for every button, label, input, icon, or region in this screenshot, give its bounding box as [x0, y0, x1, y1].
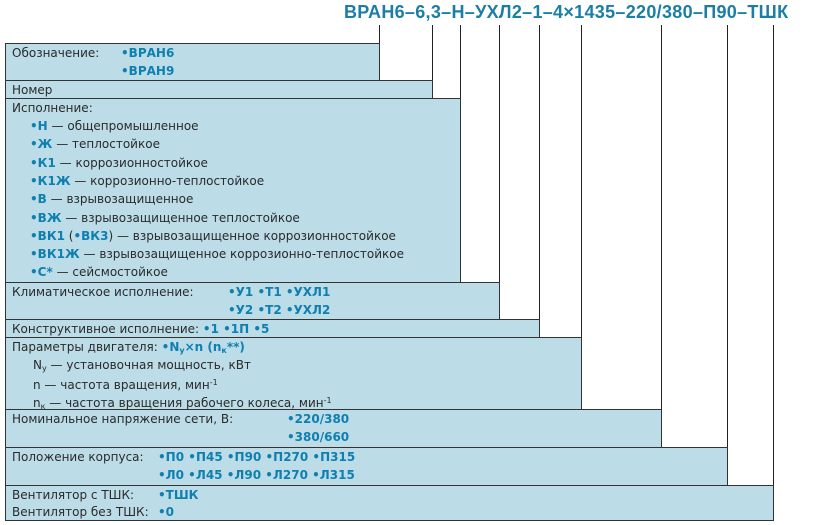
- climate-values-row1: •У1 •Т1 •УХЛ1: [228, 285, 331, 299]
- position-label: Положение корпуса:: [12, 450, 144, 464]
- execution-box: Исполнение: •Н — общепромышленное •Ж — те…: [5, 98, 461, 283]
- voltage-value: •380/660: [287, 430, 350, 444]
- connector-line: [661, 25, 662, 409]
- position-values-row2: •Л0 •Л45 •Л90 •Л270 •Л315: [158, 468, 355, 482]
- connector-line: [379, 25, 380, 43]
- fan-without-label: Вентилятор без ТШК:: [12, 505, 149, 519]
- execution-item: •Ж — теплостойкое: [30, 137, 160, 152]
- fan-box: Вентилятор с ТШК: •ТШК Вентилятор без ТШ…: [5, 485, 774, 521]
- connector-line: [432, 25, 433, 80]
- fan-without-value: •0: [158, 505, 175, 519]
- execution-item: •К1 — коррозионностойкое: [30, 155, 208, 170]
- connector-line: [773, 25, 774, 485]
- voltage-label: Номинальное напряжение сети, В:: [12, 412, 234, 426]
- connector-line: [539, 25, 540, 319]
- number-label: Номер: [12, 83, 53, 97]
- execution-item: •ВЖ — взрывозащищенное теплостойкое: [30, 210, 300, 225]
- connector-line: [727, 25, 728, 447]
- motor-param-line: n — частота вращения, мин-1: [33, 378, 218, 392]
- designation-label: Обозначение:: [12, 46, 100, 60]
- designation-value: •ВРАН6: [121, 46, 175, 60]
- number-box: Номер: [5, 80, 433, 99]
- climate-label: Климатическое исполнение:: [12, 285, 194, 299]
- execution-item: •ВК1Ж — взрывозащищенное коррозионно-теп…: [30, 247, 405, 262]
- motor-param-line: nк — частота вращения рабочего колеса, м…: [33, 396, 332, 411]
- construct-label: Конструктивное исполнение: •1 •1П •5: [12, 322, 270, 336]
- model-code-title: ВРАН6–6,3–Н–УХЛ2–1–4×1435–220/380–П90–ТШ…: [344, 2, 789, 22]
- connector-line: [581, 25, 582, 337]
- execution-item: •К1Ж — коррозионно-теплостойкое: [30, 173, 265, 188]
- designation-value: •ВРАН9: [121, 64, 175, 78]
- designation-box: Обозначение: •ВРАН6 •ВРАН9: [5, 43, 380, 81]
- execution-item: •В — взрывозащищенное: [30, 192, 194, 207]
- motor-label: Параметры двигателя: •Ny×n (nк**): [12, 340, 245, 355]
- motor-box: Параметры двигателя: •Ny×n (nк**) Ny — у…: [5, 337, 582, 411]
- voltage-value: •220/380: [287, 412, 350, 426]
- position-values-row1: •П0 •П45 •П90 •П270 •П315: [158, 450, 356, 464]
- execution-item: •С* — сейсмостойкое: [30, 265, 168, 280]
- fan-with-label: Вентилятор с ТШК:: [12, 488, 135, 502]
- position-box: Положение корпуса: •П0 •П45 •П90 •П270 •…: [5, 447, 728, 486]
- fan-with-value: •ТШК: [158, 488, 199, 502]
- motor-formula: •Ny×n (nк**): [161, 340, 245, 355]
- motor-param-line: Ny — установочная мощность, кВт: [33, 358, 251, 373]
- execution-item: •Н — общепромышленное: [30, 119, 199, 133]
- connector-line: [460, 25, 461, 98]
- construct-box: Конструктивное исполнение: •1 •1П •5: [5, 319, 540, 338]
- execution-item: •ВК1 (•ВК3) — взрывозащищенное коррозион…: [30, 228, 396, 243]
- climate-values-row2: •У2 •Т2 •УХЛ2: [228, 303, 331, 317]
- connector-line: [499, 25, 500, 282]
- execution-label: Исполнение:: [12, 101, 93, 115]
- climate-box: Климатическое исполнение: •У1 •Т1 •УХЛ1 …: [5, 282, 500, 320]
- voltage-box: Номинальное напряжение сети, В: •220/380…: [5, 409, 662, 448]
